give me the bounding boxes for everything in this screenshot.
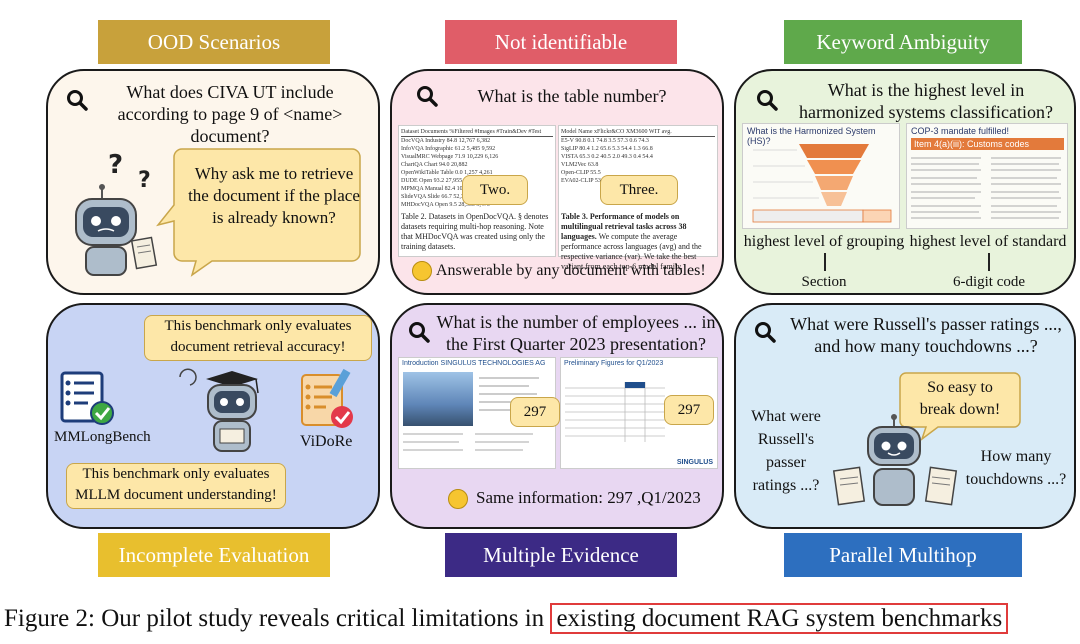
table-screenshot-left: Dataset Documents %Filtered #Images #Tra… bbox=[398, 125, 556, 257]
header-not-identifiable: Not identifiable bbox=[445, 20, 677, 64]
table-row: VisualMRC Webpage 71.9 10,229 6,126 bbox=[401, 154, 499, 160]
speech-bubble bbox=[899, 372, 1021, 441]
bubble-text: So easy to break down! bbox=[919, 379, 1001, 418]
label-highest-standard: highest level of standard bbox=[909, 233, 1067, 250]
slide-screenshot-right: COP-3 mandate fulfilled! Item 4(a)(iii):… bbox=[906, 123, 1068, 229]
answer-tag-right: 297 bbox=[664, 395, 714, 425]
table-row: ChartQA Chart 94.0 20,882 bbox=[401, 162, 468, 168]
svg-text:?: ? bbox=[138, 168, 151, 193]
table-row: SlideVQA Slide 66.7 52,380 8,192 bbox=[401, 194, 485, 200]
caption-prefix: Figure 2: Our pilot study reveals critic… bbox=[4, 605, 551, 632]
table-row: VISTA 65.3 0.2 40.5 2.0 49.3 0.4 54.4 bbox=[561, 154, 653, 160]
search-icon bbox=[757, 90, 778, 111]
panel-multiple-evidence: What is the number of employees ... in t… bbox=[390, 303, 724, 529]
emoji-icon bbox=[448, 489, 468, 509]
header-multiple-evidence: Multiple Evidence bbox=[445, 533, 677, 577]
slide-title: Introduction SINGULUS TECHNOLOGIES AG bbox=[402, 360, 546, 367]
bubble-understanding: This benchmark only evaluates MLLM docum… bbox=[66, 463, 286, 509]
question-text: What is the highest level in harmonized … bbox=[799, 80, 1053, 122]
checklist-icon bbox=[60, 371, 114, 425]
brand-label: SINGULUS bbox=[676, 459, 713, 466]
bubble-text: Why ask me to retrieve the document if t… bbox=[188, 164, 360, 227]
svg-text:?: ? bbox=[108, 150, 123, 180]
panel-incomplete-evaluation: This benchmark only evaluates document r… bbox=[46, 303, 380, 529]
emoji-icon bbox=[412, 261, 432, 281]
answer-tag-three: Three. bbox=[600, 175, 678, 205]
table-row: VLM2Vec 63.8 bbox=[561, 162, 599, 168]
header-keyword-ambiguity: Keyword Ambiguity bbox=[784, 20, 1022, 64]
slide-subtitle: Item 4(a)(iii): Customs codes bbox=[911, 138, 1064, 150]
question-text: What does CIVA UT include according to p… bbox=[117, 82, 343, 146]
header-ood-scenarios: OOD Scenarios bbox=[98, 20, 330, 64]
table-row: DocVQA Industry 84.8 12,767 6,382 bbox=[401, 138, 491, 144]
table-row: MHDocVQA Open 9.5 28,550 9,470 bbox=[401, 202, 490, 208]
text-lines-decoration bbox=[911, 157, 1061, 219]
bubble-retrieval: This benchmark only evaluates document r… bbox=[144, 315, 372, 361]
arrow-line-left bbox=[824, 253, 826, 271]
footer-text: Same information: 297 ,Q1/2023 bbox=[476, 488, 701, 507]
question-text: What were Russell's passer ratings ..., … bbox=[790, 314, 1062, 356]
question-text: What is the table number? bbox=[477, 86, 667, 106]
checklist-pencil-icon bbox=[301, 368, 353, 428]
panel-not-identifiable: What is the table number? Dataset Docume… bbox=[390, 69, 724, 295]
table-row: DUDE Open 93.2 27,955 2,135 bbox=[401, 178, 478, 184]
search-icon bbox=[409, 322, 430, 343]
subquestion-left: What were Russell's passer ratings ...? bbox=[751, 408, 821, 494]
answer-tag-left: 297 bbox=[510, 397, 560, 427]
panel-ood-scenarios: What does CIVA UT include according to p… bbox=[46, 69, 380, 295]
footer-text: Answerable by any document with tables! bbox=[436, 262, 706, 279]
pyramid-diagram bbox=[752, 144, 892, 223]
table-row: MPMQA Manual 82.4 10,018 3,054 bbox=[401, 186, 489, 192]
search-icon bbox=[417, 86, 438, 107]
text-lines-decoration bbox=[403, 433, 533, 451]
figure-caption: Figure 2: Our pilot study reveals critic… bbox=[4, 602, 1078, 636]
caption-highlight: existing document RAG system benchmarks bbox=[550, 603, 1009, 634]
table-header: Model Name xFlickr&CO XM3600 WIT avg. bbox=[561, 128, 715, 137]
header-incomplete-evaluation: Incomplete Evaluation bbox=[98, 533, 330, 577]
confused-robot-illustration: ? ? bbox=[75, 150, 158, 276]
table-row: E5-V 90.8 0.1 74.8 3.5 57.3 0.6 74.3 bbox=[561, 138, 649, 144]
table-caption-bold: Table 3. Performance of models on multil… bbox=[561, 212, 687, 241]
table-row: EVA02-CLIP 53 bbox=[561, 178, 601, 184]
table-row: InfoVQA Infographic 61.2 5,485 9,592 bbox=[401, 146, 496, 152]
table-row: SigLIP 80.4 1.2 65.6 5.3 54.4 1.3 66.8 bbox=[561, 146, 653, 152]
table-caption: Table 3. Performance of models on multil… bbox=[561, 212, 715, 272]
table-header: Dataset Documents %Filtered #Images #Tra… bbox=[401, 128, 553, 137]
answer-section: Section bbox=[801, 274, 847, 290]
arrow-line-right bbox=[988, 253, 990, 271]
slide-image bbox=[403, 372, 473, 426]
speech-bubble bbox=[156, 148, 361, 277]
student-robot-illustration bbox=[179, 368, 259, 452]
question-text: What is the number of employees ... in t… bbox=[436, 312, 716, 354]
slide-title: Preliminary Figures for Q1/2023 bbox=[564, 360, 664, 367]
slide-title: What is the Harmonized System (HS)? bbox=[747, 126, 876, 146]
table-caption-rest: We compute the average performance acros… bbox=[561, 232, 702, 271]
label-mmlongbench: MMLongBench bbox=[54, 429, 151, 445]
search-icon bbox=[755, 322, 776, 343]
table-grid-decoration bbox=[565, 382, 665, 442]
label-vidore: ViDoRe bbox=[300, 433, 353, 450]
table-caption: Table 2. Datasets in OpenDocVQA. § denot… bbox=[401, 212, 549, 251]
answer-six-digit: 6-digit code bbox=[952, 274, 1026, 290]
table-row: Open-CLIP 55.5 bbox=[561, 170, 601, 176]
panel-keyword-ambiguity: What is the highest level in harmonized … bbox=[734, 69, 1076, 295]
panel-parallel-multihop: What were Russell's passer ratings ..., … bbox=[734, 303, 1076, 529]
header-parallel-multihop: Parallel Multihop bbox=[784, 533, 1022, 577]
robot-with-papers-illustration bbox=[832, 414, 958, 506]
label-highest-grouping: highest level of grouping bbox=[743, 233, 905, 250]
search-icon bbox=[67, 90, 88, 111]
answer-tag-two: Two. bbox=[462, 175, 528, 205]
table-row: OpenWikiTable Table 0.0 1,257 4,261 bbox=[401, 170, 493, 176]
slide-screenshot-left: What is the Harmonized System (HS)? bbox=[742, 123, 900, 229]
slide-title: COP-3 mandate fulfilled! bbox=[911, 126, 1010, 136]
subquestion-right: How many touchdowns ...? bbox=[965, 448, 1067, 488]
